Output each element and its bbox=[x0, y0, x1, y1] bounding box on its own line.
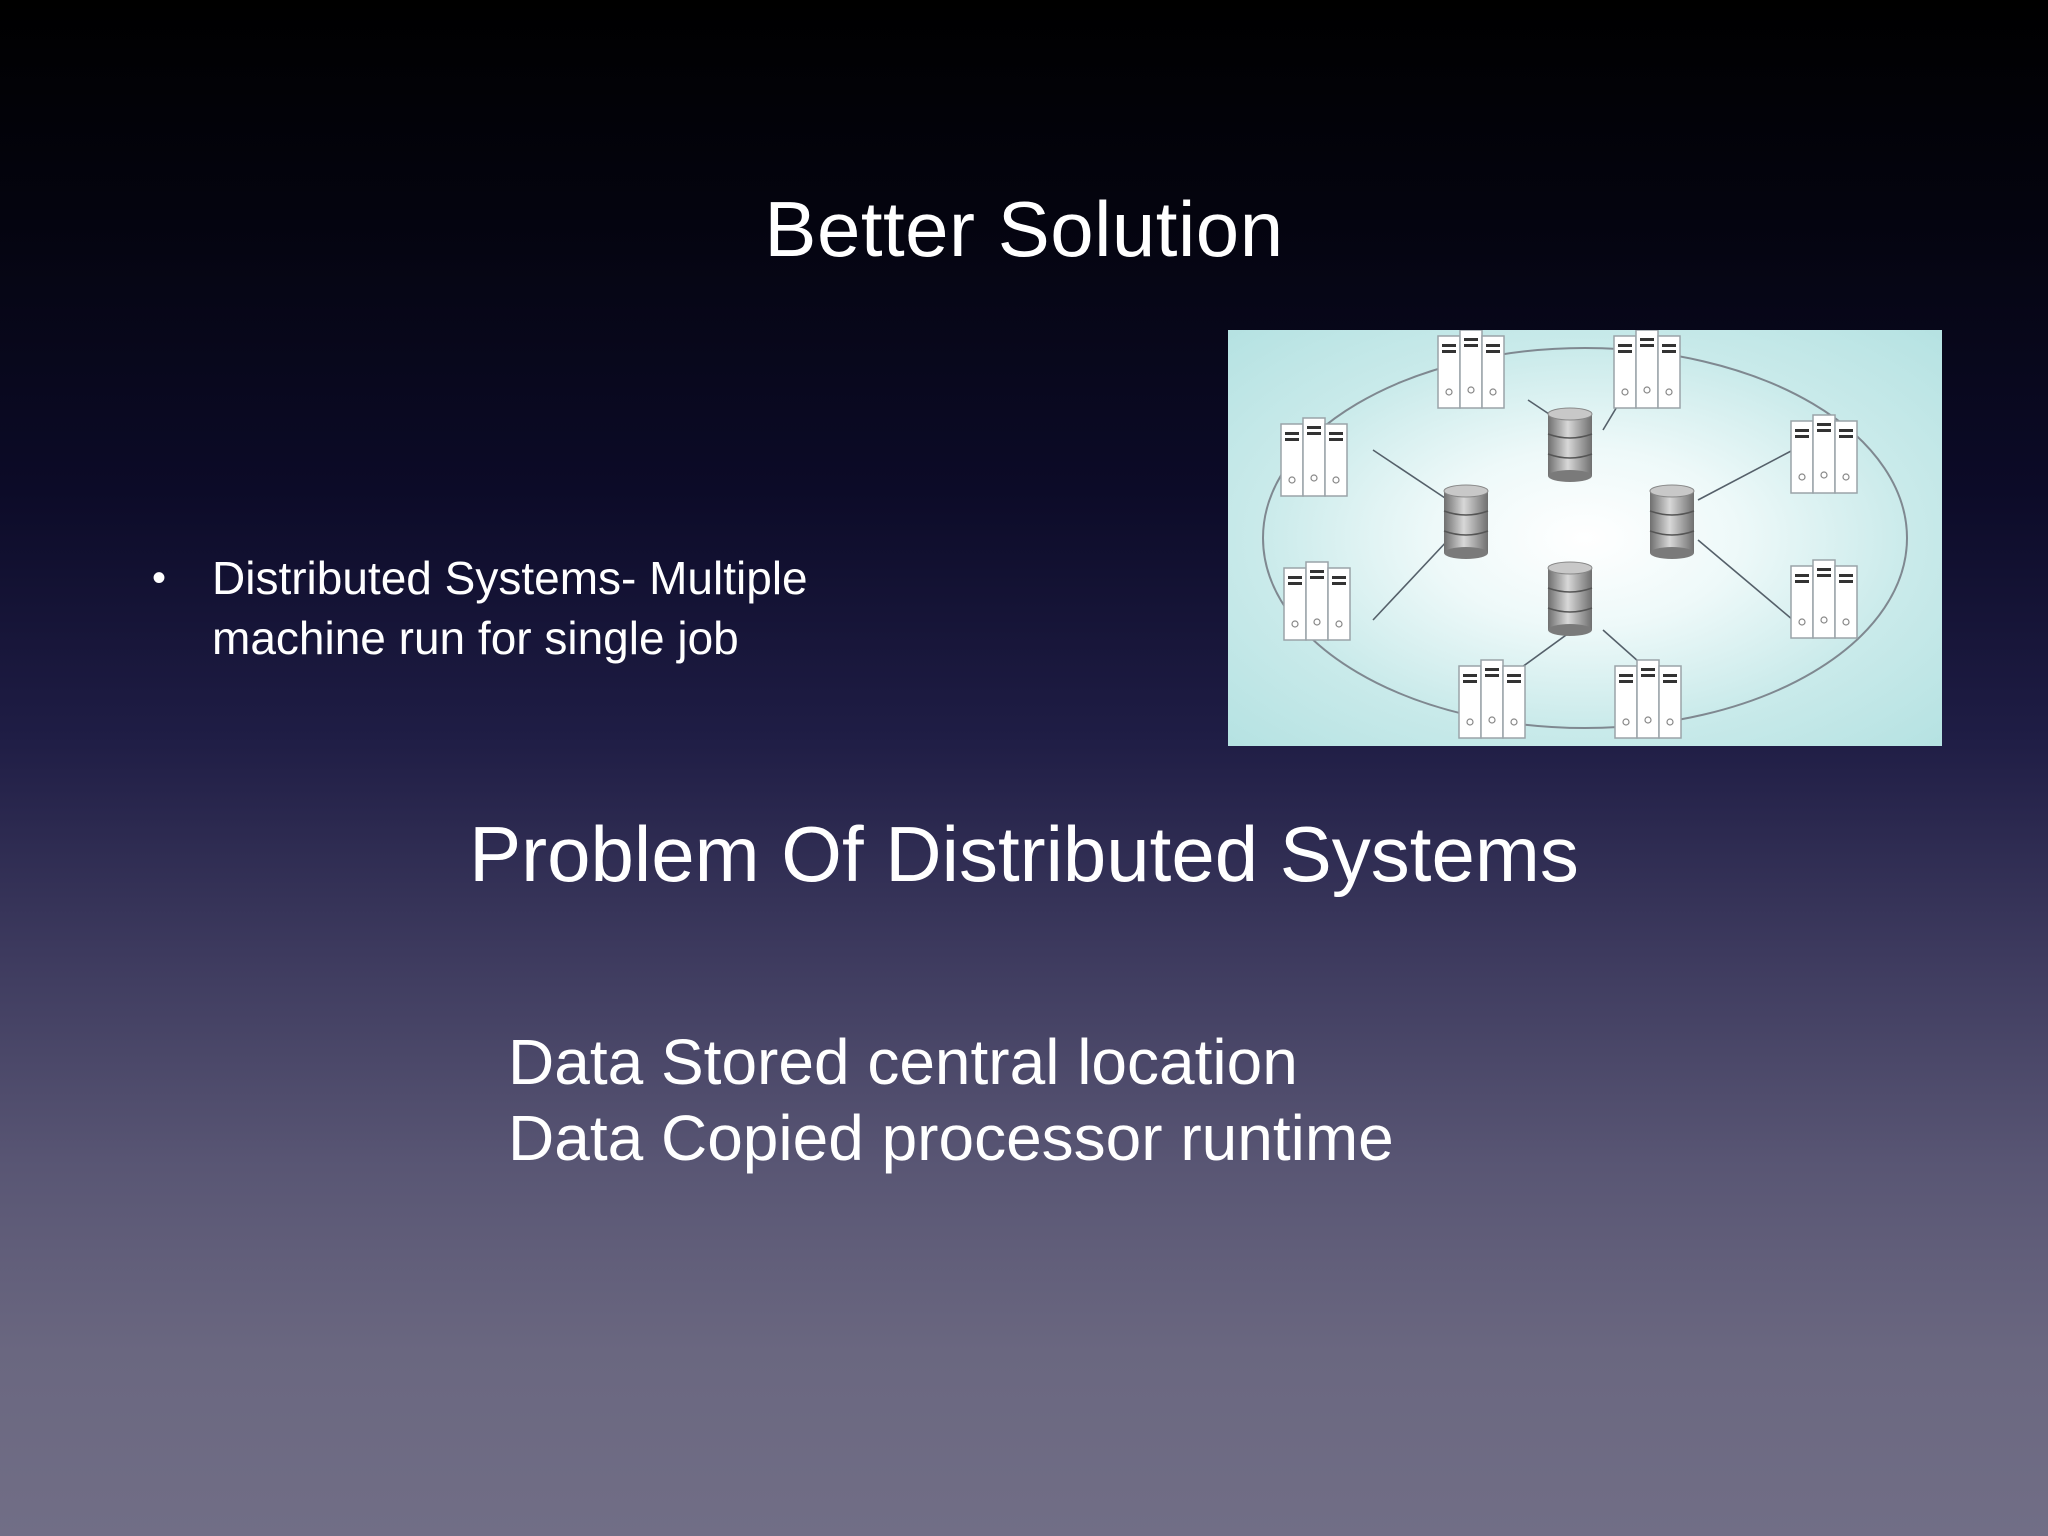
network-illustration bbox=[1262, 330, 1908, 739]
problem-points: Data Stored central location Data Copied… bbox=[508, 1024, 1394, 1176]
slide-title: Better Solution bbox=[764, 185, 1284, 273]
server-rack-icon bbox=[1283, 561, 1351, 641]
bullet-dot-icon: • bbox=[152, 556, 167, 600]
bullet-line: machine run for single job bbox=[212, 612, 739, 664]
server-rack-icon bbox=[1614, 659, 1682, 739]
section-subheading: Problem Of Distributed Systems bbox=[469, 810, 1579, 898]
server-rack-icon bbox=[1790, 559, 1858, 639]
bullet-text: Distributed Systems- Multiple machine ru… bbox=[212, 548, 808, 668]
server-rack-icon bbox=[1613, 330, 1681, 409]
database-cylinder-icon bbox=[1443, 484, 1489, 560]
database-cylinder-icon bbox=[1649, 484, 1695, 560]
server-rack-icon bbox=[1280, 417, 1348, 497]
database-cylinder-icon bbox=[1547, 407, 1593, 483]
problem-point: Data Copied processor runtime bbox=[508, 1102, 1394, 1174]
bullet-list: • Distributed Systems- Multiple machine … bbox=[152, 548, 912, 668]
bullet-item: • Distributed Systems- Multiple machine … bbox=[152, 548, 912, 668]
distributed-system-diagram bbox=[1228, 330, 1942, 746]
server-rack-icon bbox=[1458, 659, 1526, 739]
bullet-line: Distributed Systems- Multiple bbox=[212, 552, 808, 604]
server-rack-icon bbox=[1437, 330, 1505, 409]
server-rack-icon bbox=[1790, 414, 1858, 494]
database-cylinder-icon bbox=[1547, 561, 1593, 637]
problem-point: Data Stored central location bbox=[508, 1026, 1298, 1098]
